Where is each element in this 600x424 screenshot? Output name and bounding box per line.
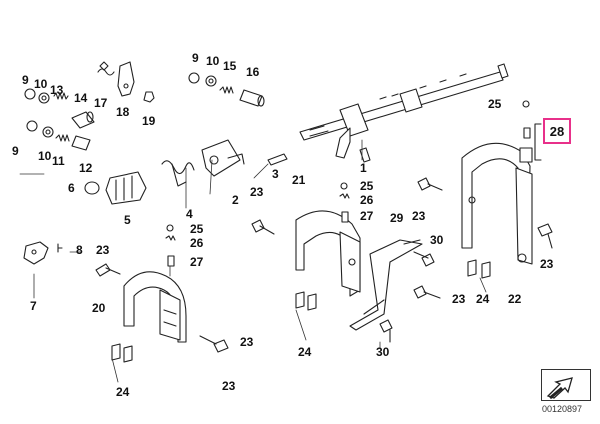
part-label-21: 21 bbox=[292, 173, 306, 187]
part-label-9: 9 bbox=[22, 73, 29, 87]
part-label-23: 23 bbox=[222, 379, 236, 393]
part-label-2: 2 bbox=[232, 193, 239, 207]
part-label-3: 3 bbox=[272, 167, 279, 181]
part-label-10: 10 bbox=[38, 149, 52, 163]
selector-components bbox=[84, 139, 288, 205]
part-label-7: 7 bbox=[30, 299, 37, 313]
part-label-27: 27 bbox=[360, 209, 374, 223]
part-label-23: 23 bbox=[250, 185, 264, 199]
spring-plunger-group-top-left bbox=[24, 61, 155, 129]
shift-shaft bbox=[299, 63, 509, 163]
part-label-6: 6 bbox=[68, 181, 75, 195]
part-label-11: 11 bbox=[52, 154, 65, 168]
part-label-5: 5 bbox=[124, 213, 131, 227]
part-label-25: 25 bbox=[190, 222, 204, 236]
part-label-27: 27 bbox=[190, 255, 204, 269]
diagram-reference-id: 00120897 bbox=[542, 404, 583, 414]
detent-plungers bbox=[165, 100, 542, 267]
spring-plunger-group-top-center bbox=[188, 72, 265, 107]
part-label-10: 10 bbox=[206, 54, 220, 68]
part-label-4: 4 bbox=[186, 207, 193, 221]
navigation-arrow-button[interactable] bbox=[541, 369, 591, 401]
part-label-10: 10 bbox=[34, 77, 48, 91]
part-label-25: 25 bbox=[488, 97, 502, 111]
spring-plunger-group-mid-left bbox=[26, 120, 91, 151]
arrow-icon bbox=[546, 377, 573, 400]
lever-7 bbox=[23, 241, 63, 265]
part-label-16: 16 bbox=[246, 65, 260, 79]
part-label-15: 15 bbox=[223, 59, 237, 73]
part-label-26: 26 bbox=[190, 236, 204, 250]
part-label-24: 24 bbox=[298, 345, 312, 359]
part-label-30: 30 bbox=[430, 233, 444, 247]
part-label-24: 24 bbox=[476, 292, 490, 306]
part-label-22: 22 bbox=[508, 292, 522, 306]
part-label-13: 13 bbox=[50, 83, 64, 97]
part-label-18: 18 bbox=[116, 105, 130, 119]
part-label-9: 9 bbox=[12, 144, 19, 158]
part-label-25: 25 bbox=[360, 179, 374, 193]
part-label-24: 24 bbox=[116, 385, 130, 399]
bracket-29 bbox=[349, 239, 423, 331]
highlighted-part-28[interactable]: 28 bbox=[543, 118, 571, 144]
part-label-23: 23 bbox=[240, 335, 254, 349]
part-label-9: 9 bbox=[192, 51, 199, 65]
leader-lines bbox=[19, 139, 487, 383]
part-label-23: 23 bbox=[452, 292, 466, 306]
part-label-23: 23 bbox=[540, 257, 554, 271]
part-label-23: 23 bbox=[96, 243, 110, 257]
part-label-30: 30 bbox=[376, 345, 390, 359]
part-label-20: 20 bbox=[92, 301, 106, 315]
bolts bbox=[95, 177, 553, 353]
shift-fork-22 bbox=[461, 142, 533, 265]
part-label-29: 29 bbox=[390, 211, 404, 225]
part-label-17: 17 bbox=[94, 96, 108, 110]
part-label-19: 19 bbox=[142, 114, 156, 128]
shift-fork-20 bbox=[123, 271, 187, 343]
part-label-1: 1 bbox=[360, 161, 367, 175]
part-label-23: 23 bbox=[412, 209, 426, 223]
part-label-26: 26 bbox=[360, 193, 374, 207]
part-label-8: 8 bbox=[76, 243, 83, 257]
part-label-14: 14 bbox=[74, 91, 88, 105]
slide-pads bbox=[111, 259, 491, 363]
part-label-12: 12 bbox=[79, 161, 93, 175]
shift-fork-21 bbox=[295, 210, 361, 297]
